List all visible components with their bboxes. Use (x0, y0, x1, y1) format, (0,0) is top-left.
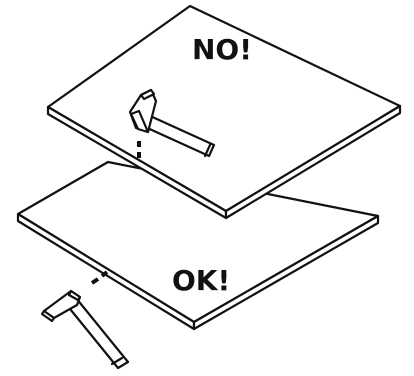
upper-board (46, 4, 402, 220)
hammer-lower-icon (40, 289, 130, 370)
wrong-method-label: NO! (192, 33, 252, 66)
nail-mark-edge (90, 270, 109, 285)
hammer-upper-icon (128, 88, 216, 158)
correct-method-label: OK! (172, 264, 230, 297)
